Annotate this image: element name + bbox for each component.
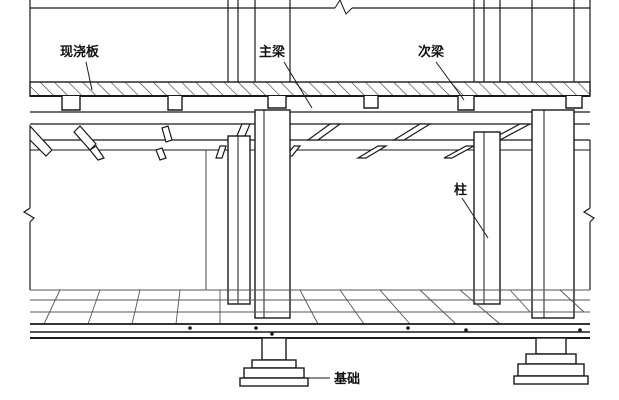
leader-lines bbox=[85, 61, 489, 379]
ground-slab bbox=[30, 323, 590, 339]
label-main-beam: 主梁 bbox=[259, 44, 286, 60]
label-slab: 现浇板 bbox=[60, 44, 100, 60]
foundations bbox=[239, 337, 589, 387]
upper-storey bbox=[29, 0, 591, 82]
cast-slab bbox=[29, 81, 591, 97]
floor-grid bbox=[30, 289, 590, 325]
label-foundation: 基础 bbox=[333, 371, 360, 387]
label-secondary-beam: 次梁 bbox=[418, 44, 445, 60]
label-column: 柱 bbox=[454, 182, 467, 198]
side-walls bbox=[22, 140, 595, 290]
columns bbox=[227, 109, 575, 319]
secondary-beam-profiles bbox=[61, 96, 583, 111]
